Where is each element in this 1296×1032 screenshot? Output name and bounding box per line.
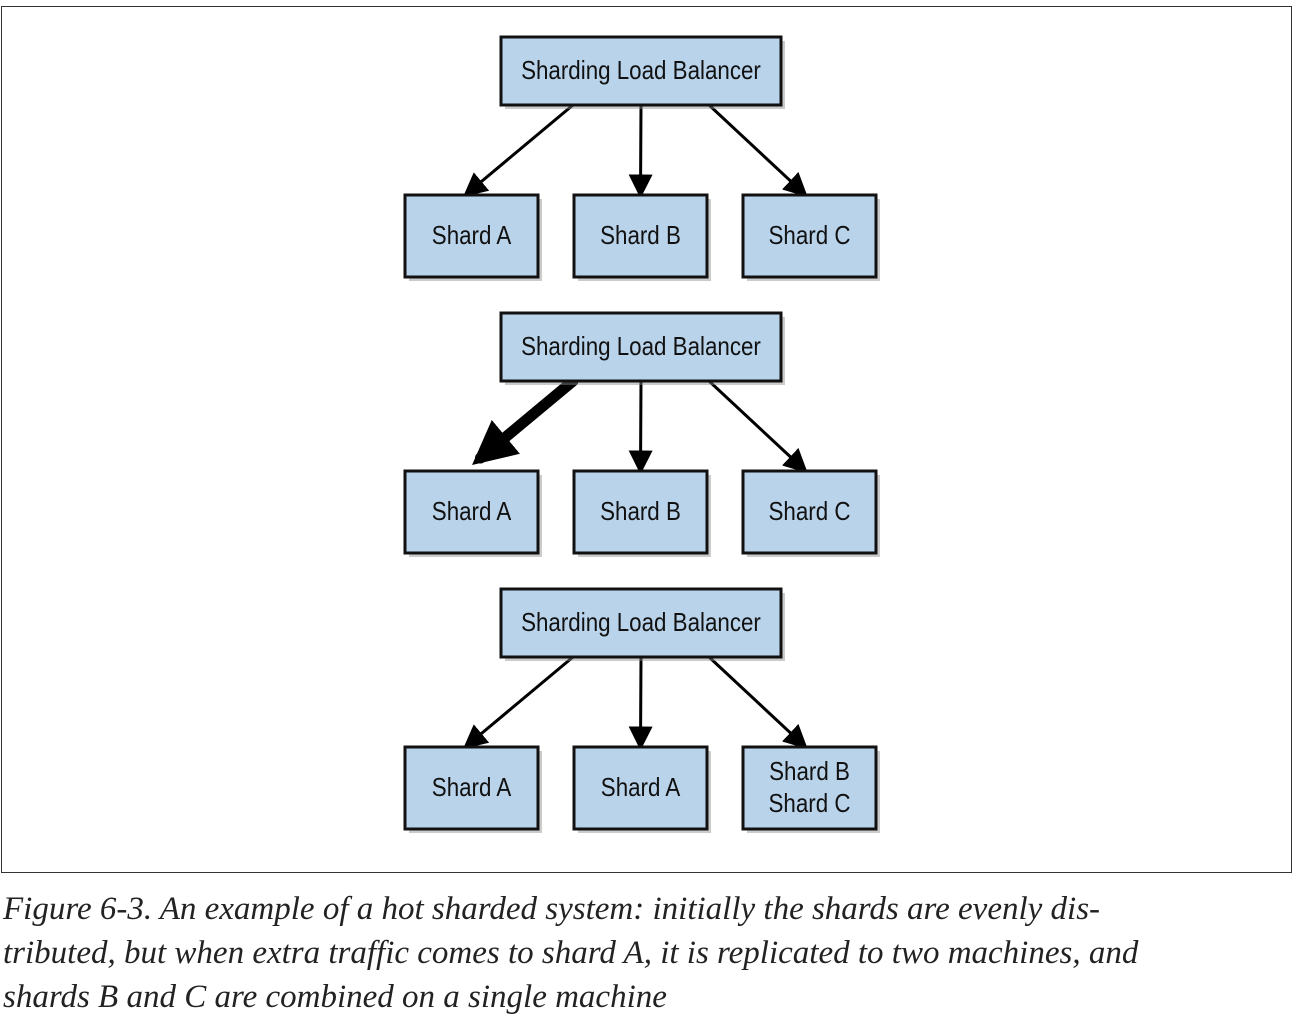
load-balancer-1-rect: [499, 35, 783, 107]
shard-box-2-3-label: Shard C: [769, 497, 851, 526]
caption-line-2: tributed, but when extra traffic comes t…: [3, 935, 1139, 971]
arrow-2-3: [707, 379, 808, 474]
shard-box-2-1: Shard A: [403, 469, 542, 557]
arrow-2-2: [628, 380, 653, 475]
caption-line-1: Figure 6-3. An example of a hot sharded …: [3, 891, 1101, 927]
shard-box-2-1-label: Shard A: [432, 497, 512, 526]
shard-box-3-1-rect: [403, 745, 540, 831]
shard-box-1-1-label: Shard A: [432, 221, 512, 250]
arrow-1-3: [707, 103, 808, 198]
load-balancer-2-label: Sharding Load Balancer: [521, 332, 761, 361]
shard-box-2-3-rect: [741, 469, 878, 555]
hot-arrow-2-1: [472, 375, 579, 466]
shard-box-1-3: Shard C: [741, 193, 880, 281]
arrow-1-2: [628, 104, 653, 199]
shard-box-1-2: Shard B: [572, 193, 711, 281]
arrow-3-1: [463, 655, 574, 749]
shard-box-1-1: Shard A: [403, 193, 542, 281]
shard-box-3-1: Shard A: [403, 745, 542, 833]
shard-box-1-2-rect: [572, 193, 709, 279]
shard-box-3-3-rect: [741, 745, 878, 831]
shard-box-1-3-rect: [741, 193, 878, 279]
shard-box-3-2-rect: [572, 745, 709, 831]
shard-box-1-1-rect: [403, 193, 540, 279]
shard-box-1-3-label: Shard C: [769, 221, 851, 250]
shard-box-3-1-label: Shard A: [432, 773, 512, 802]
caption-line-3: shards B and C are combined on a single …: [3, 979, 667, 1015]
shard-box-2-2-label: Shard B: [600, 497, 681, 526]
arrow-1-1: [463, 103, 574, 197]
shard-box-3-3-label: Shard C: [769, 789, 851, 818]
arrow-3-2: [628, 656, 653, 751]
shard-box-3-3: Shard B Shard C: [741, 745, 880, 833]
load-balancer-3-rect: [499, 587, 783, 659]
shard-box-2-1-rect: [403, 469, 540, 555]
load-balancer-3-label: Sharding Load Balancer: [521, 608, 761, 637]
load-balancer-1-label: Sharding Load Balancer: [521, 56, 761, 85]
arrow-3-3: [707, 655, 808, 750]
shard-box-1-2-label: Shard B: [600, 221, 681, 250]
shard-box-3-2: Shard A: [572, 745, 711, 833]
load-balancer-2: Sharding Load Balancer: [499, 311, 785, 385]
load-balancer-1: Sharding Load Balancer: [499, 35, 785, 109]
load-balancer-2-rect: [499, 311, 783, 383]
shard-box-2-2-rect: [572, 469, 709, 555]
shard-box-3-3-label: Shard B: [769, 757, 850, 786]
load-balancer-3: Sharding Load Balancer: [499, 587, 785, 661]
shard-box-2-3: Shard C: [741, 469, 880, 557]
figure-caption: Figure 6-3. An example of a hot sharded …: [3, 887, 1291, 1019]
shard-box-3-2-label: Shard A: [601, 773, 681, 802]
shard-box-2-2: Shard B: [572, 469, 711, 557]
